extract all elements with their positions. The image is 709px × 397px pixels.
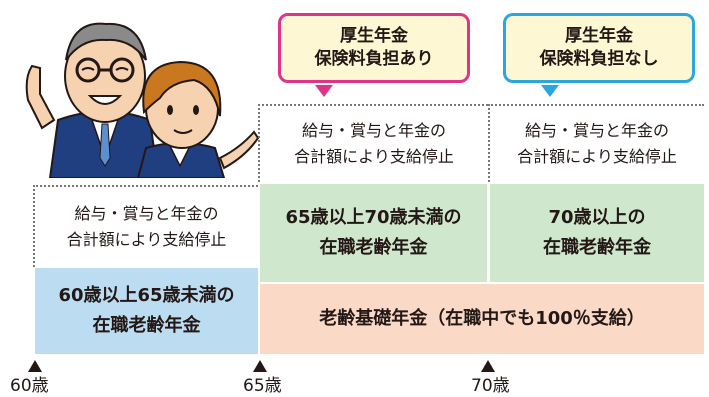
callout-with-premium: 厚生年金 保険料負担あり <box>278 13 470 83</box>
pension-block-70-plus: 70歳以上の 在職老齢年金 <box>490 184 704 282</box>
pension-block-60-65: 60歳以上65歳未満の 在職老齢年金 <box>35 268 258 354</box>
stoppage-text-65-70: 給与・賞与と年金の 合計額により支給停止 <box>294 121 454 166</box>
stoppage-text-60-65: 給与・賞与と年金の 合計額により支給停止 <box>66 204 227 249</box>
pension-label-60-65: 60歳以上65歳未満の 在職老齢年金 <box>58 285 235 336</box>
age-label-70: 70歳 <box>471 376 510 396</box>
age-marker-65 <box>253 360 267 372</box>
basic-pension-label: 老齢基礎年金（在職中でも100％支給） <box>319 308 645 329</box>
stoppage-box-65-70: 給与・賞与と年金の 合計額により支給停止 <box>258 104 488 182</box>
basic-pension-block: 老齢基礎年金（在職中でも100％支給） <box>260 284 704 354</box>
stoppage-box-60-65: 給与・賞与と年金の 合計額により支給停止 <box>33 185 258 267</box>
stoppage-text-70-plus: 給与・賞与と年金の 合計額により支給停止 <box>517 121 677 166</box>
age-marker-60 <box>28 360 42 372</box>
man-figure <box>25 22 160 178</box>
age-label-65: 65歳 <box>243 376 282 396</box>
pension-label-70-plus: 70歳以上の 在職老齢年金 <box>543 207 651 258</box>
woman-figure <box>136 60 260 178</box>
age-label-60: 60歳 <box>10 376 49 396</box>
callout-without-premium: 厚生年金 保険料負担なし <box>503 13 695 83</box>
age-marker-70 <box>481 360 495 372</box>
callout-pointer-blue <box>541 85 559 97</box>
callout-with-premium-label: 厚生年金 保険料負担あり <box>314 26 434 69</box>
pension-block-65-70: 65歳以上70歳未満の 在職老齢年金 <box>260 184 487 282</box>
stoppage-box-70-plus: 給与・賞与と年金の 合計額により支給停止 <box>488 104 704 182</box>
pension-label-65-70: 65歳以上70歳未満の 在職老齢年金 <box>285 207 462 258</box>
office-workers-illustration <box>25 22 260 178</box>
callout-pointer-pink <box>315 85 333 97</box>
callout-without-premium-label: 厚生年金 保険料負担なし <box>539 26 659 69</box>
